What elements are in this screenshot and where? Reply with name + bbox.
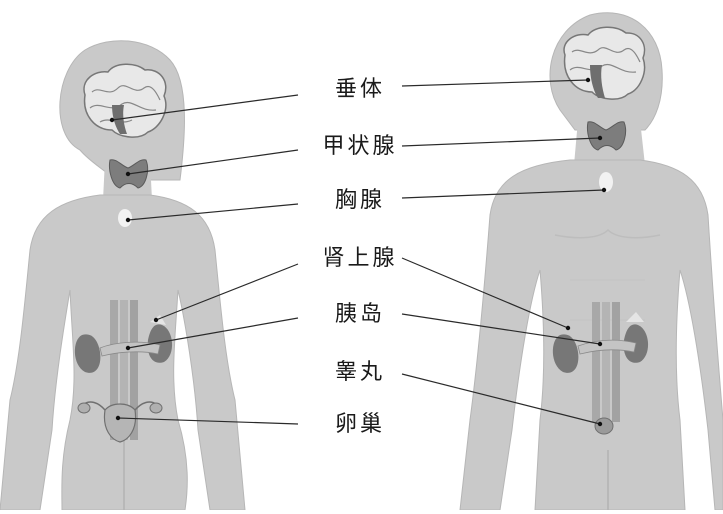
female-ovary-left	[78, 403, 90, 413]
male-testis	[595, 418, 613, 434]
male-thymus	[599, 172, 613, 192]
label-ovary: 卵巢	[300, 412, 420, 438]
label-testis: 睾丸	[300, 360, 420, 386]
label-adrenal: 肾上腺	[300, 246, 420, 272]
female-ovary-right	[150, 403, 162, 413]
label-thymus: 胸腺	[300, 188, 420, 214]
leader-thyroid-right	[402, 138, 600, 146]
label-thyroid: 甲状腺	[300, 134, 420, 160]
female-thymus	[118, 209, 132, 227]
label-pancreatic-islets: 胰岛	[300, 302, 420, 328]
male-torso	[460, 160, 723, 510]
female-figure	[0, 41, 245, 510]
male-figure	[460, 13, 723, 510]
label-pituitary: 垂体	[300, 77, 420, 103]
